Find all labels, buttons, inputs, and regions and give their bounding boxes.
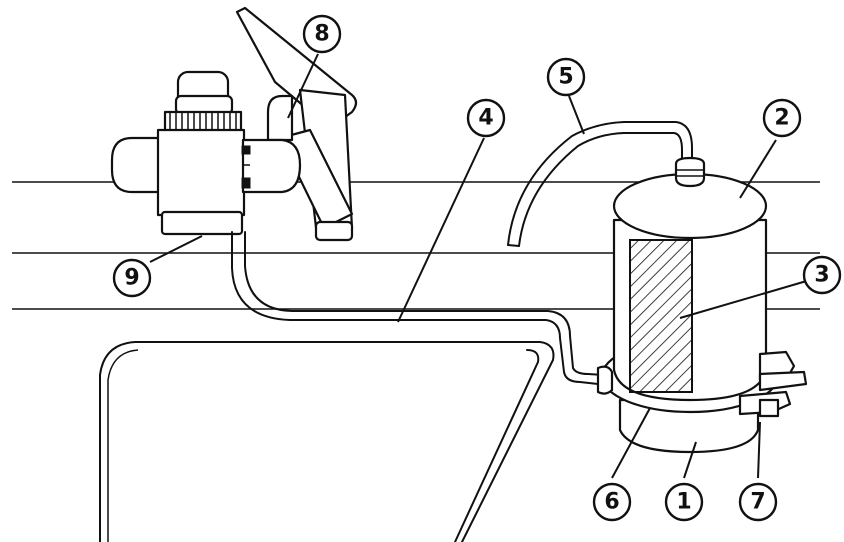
outlet-tube [507,121,693,247]
supply-hose [231,231,605,385]
callout-1: 1 [664,482,704,522]
svg-text:2: 2 [774,106,789,131]
faucet [235,6,358,242]
callout-7: 7 [738,482,778,522]
sink-basin [99,341,555,542]
callout-2: 2 [762,98,802,138]
svg-text:3: 3 [814,263,829,288]
svg-text:1: 1 [676,490,691,515]
svg-text:9: 9 [124,266,139,291]
callout-9: 9 [112,258,152,298]
svg-text:7: 7 [750,490,765,515]
svg-text:6: 6 [604,490,619,515]
svg-text:4: 4 [478,106,493,131]
callout-8: 8 [302,14,342,54]
callout-3: 3 [802,255,842,295]
svg-text:5: 5 [558,65,573,90]
diverter-valve [110,70,302,236]
callout-6: 6 [592,482,632,522]
ring-ridges [169,113,237,131]
svg-text:8: 8 [314,22,329,47]
clamp-buckle [738,350,808,418]
callout-4: 4 [466,98,506,138]
leader-lines [149,53,811,479]
callout-5: 5 [546,57,586,97]
water-filter [596,156,808,454]
